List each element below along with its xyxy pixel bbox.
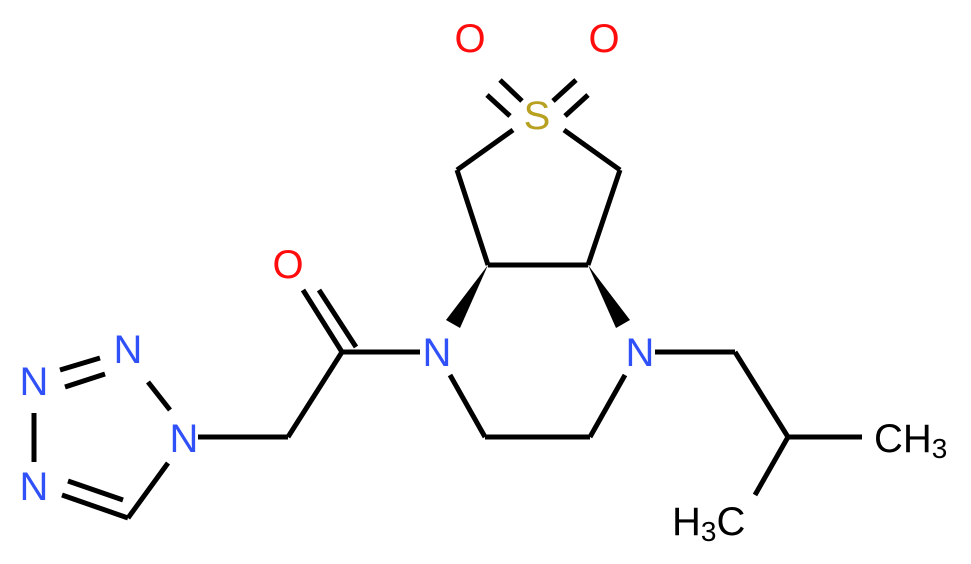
atom-sulfur: S (524, 94, 551, 138)
atom-n-amide: N (423, 331, 452, 375)
atom-tetrazole-n2: N (114, 328, 143, 372)
atom-n-amine: N (626, 331, 655, 375)
atom-ch3-right: CH3 (874, 417, 947, 464)
atom-o-carbonyl: O (272, 243, 303, 287)
atom-ch3-left: H3C (672, 500, 745, 547)
bonds (31, 78, 862, 521)
stereo-wedge-left (446, 265, 488, 328)
atom-o-sulfone-left: O (454, 17, 485, 61)
atom-tetrazole-n4: N (20, 465, 49, 509)
atom-tetrazole-n3: N (20, 360, 49, 404)
stereo-wedge-right (588, 265, 630, 328)
atom-tetrazole-n1: N (170, 417, 199, 461)
carbonyl-double-bond (316, 288, 359, 349)
atom-o-sulfone-right: O (588, 17, 619, 61)
